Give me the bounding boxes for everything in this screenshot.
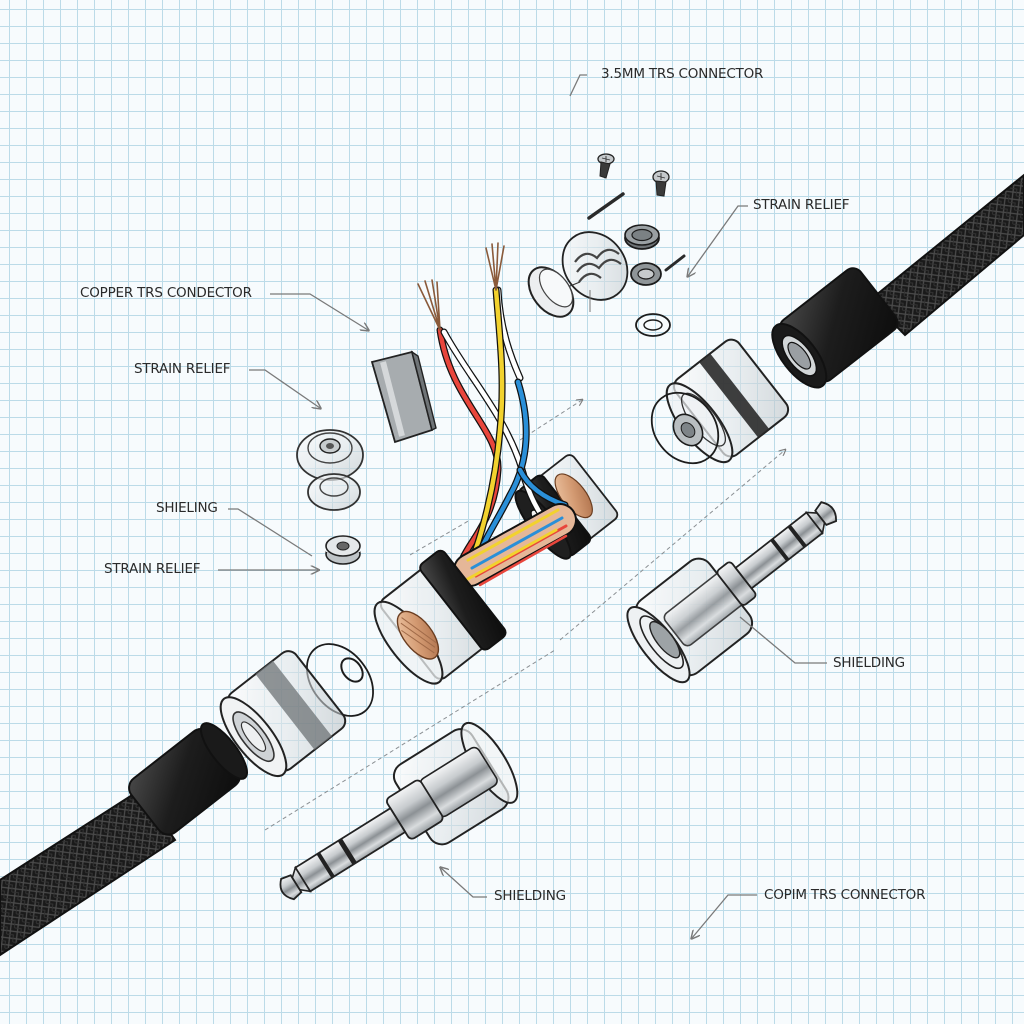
leader-shielding-right: [739, 616, 827, 664]
leader-lines: [218, 74, 827, 938]
assembly-guide-lines: [264, 400, 785, 831]
leader-strain-relief-left: [249, 369, 320, 408]
label-strain-relief-top-right: STRAIN RELIEF: [753, 197, 850, 213]
clear-housing-center: [373, 549, 507, 685]
label-strain-relief-lower-left: STRAIN RELIEF: [104, 561, 201, 577]
screws: [587, 153, 686, 272]
label-copper-trs-conductor: COPPER TRS CONDECTOR: [80, 285, 252, 301]
label-strain-relief-left: STRAIN RELIEF: [134, 361, 231, 377]
label-shieling: SHIELING: [156, 500, 218, 516]
leader-copim-trs: [692, 894, 757, 938]
clear-bushings-left: [296, 429, 364, 565]
wire-yellow: [466, 286, 506, 569]
wires: [417, 242, 577, 587]
braided-cable-lower-left: [0, 788, 177, 957]
label-3-5mm-trs-connector: 3.5MM TRS CONNECTOR: [601, 66, 764, 82]
metal-shim: [370, 350, 437, 444]
clear-spring-cap: [527, 231, 629, 318]
trs-plug-right: [626, 501, 837, 684]
trs-plug-bottom: [279, 721, 519, 901]
washers: [624, 224, 671, 337]
black-strain-relief-boot-upper: [771, 267, 899, 389]
black-strain-relief-boot-lower: [128, 722, 248, 836]
o-ring-spring-upper: [650, 391, 720, 465]
leader-strain-relief-top-right: [688, 205, 748, 276]
clear-housing-upper: [665, 338, 790, 464]
clear-housing-lower: [219, 650, 347, 778]
screw-2: [652, 170, 670, 197]
small-bushing: [325, 535, 361, 565]
label-shielding-right: SHIELDING: [833, 655, 905, 671]
label-shielding-bottom: SHIELDING: [494, 888, 566, 904]
wire-bundle: [453, 503, 577, 587]
leader-shielding-bottom: [441, 868, 487, 898]
leader-copper-trs: [270, 293, 368, 330]
leader-3-5mm: [569, 74, 587, 97]
stripped-copper-tips: [417, 242, 505, 331]
wire-red: [436, 326, 502, 564]
braided-cable-upper-right: [868, 173, 1024, 337]
leader-shieling: [228, 508, 313, 557]
screw-1: [597, 153, 615, 179]
label-copim-trs-connector: COPIM TRS CONNECTOR: [764, 887, 926, 903]
